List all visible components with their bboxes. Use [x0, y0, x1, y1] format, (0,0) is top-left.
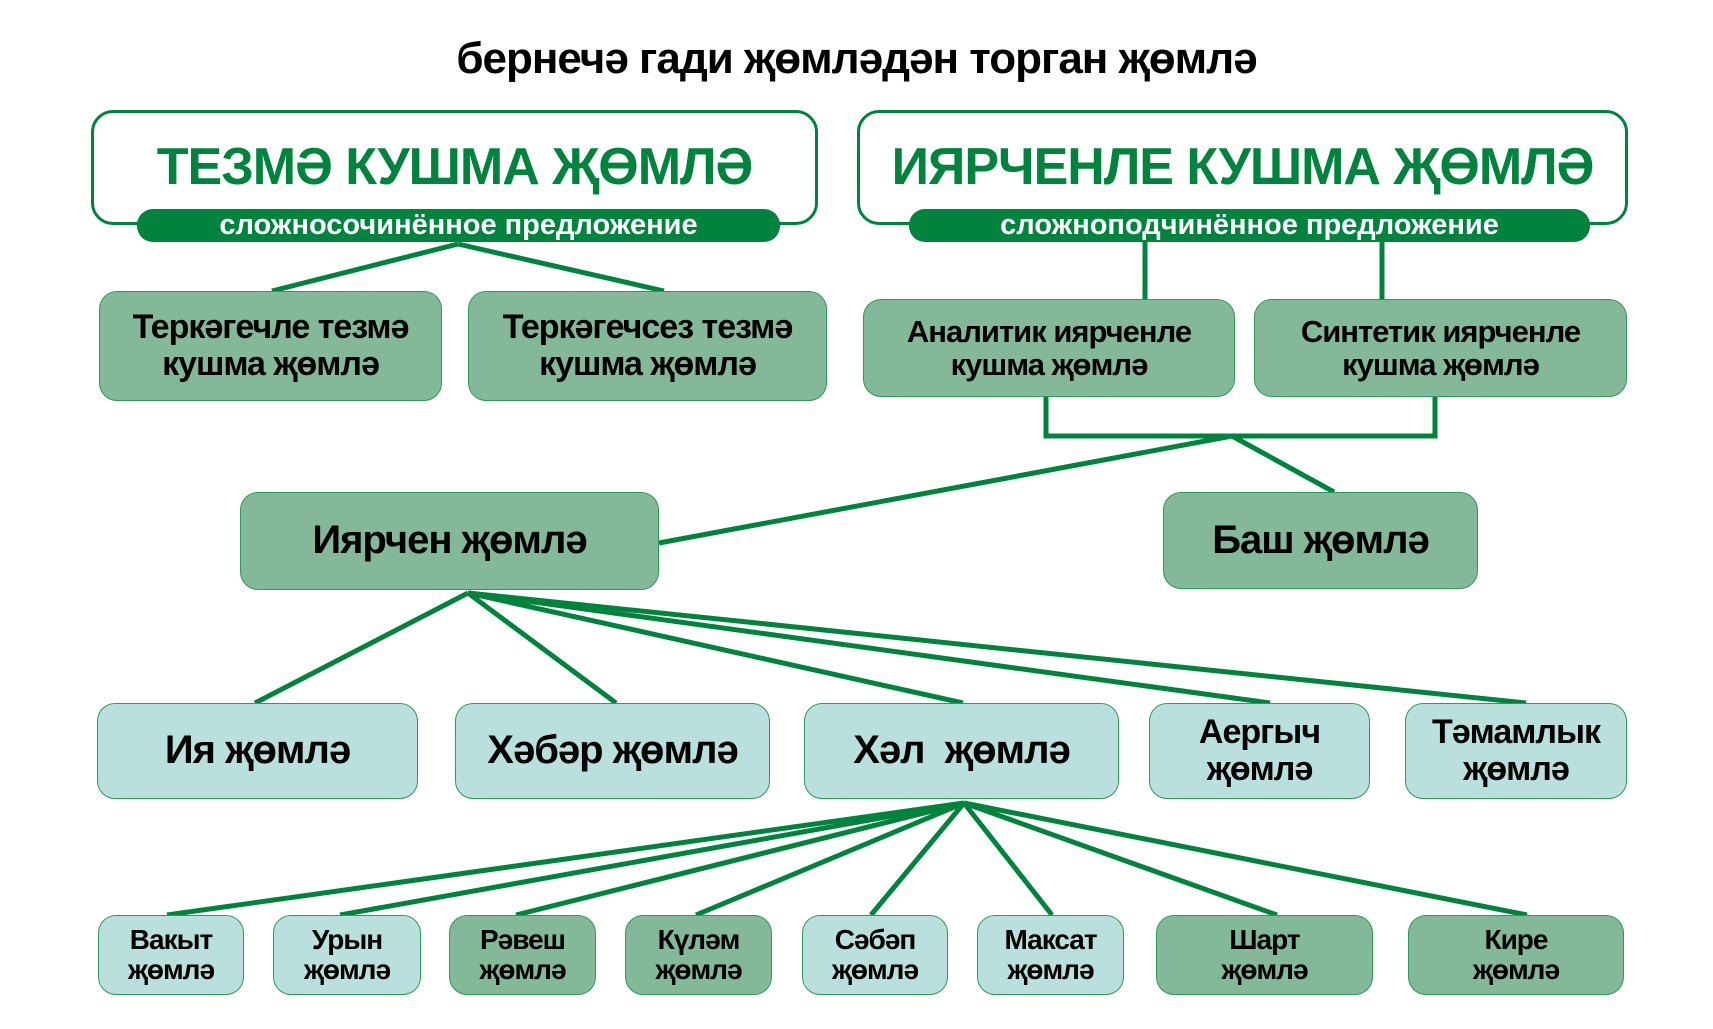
node-concessive-clause: Кире җөмлә — [1408, 915, 1624, 995]
connector — [467, 590, 1271, 706]
node-analytic: Аналитик иярченле кушма җөмлә — [863, 299, 1235, 397]
connector — [457, 241, 665, 294]
connector — [515, 800, 965, 918]
node-object-clause: Тәмамлык җөмлә — [1405, 703, 1627, 799]
connector — [695, 800, 965, 918]
node-adverbial-clause: Хәл җөмлә — [804, 703, 1119, 799]
node-time-clause: Вакыт җөмлә — [98, 915, 244, 995]
node-purpose-clause: Максат җөмлә — [977, 915, 1124, 995]
connector — [963, 800, 1278, 918]
bracket-connector — [1043, 397, 1438, 439]
subtitle-pill: сложноподчинённое предложение — [909, 209, 1590, 242]
node-subject-clause: Ия җөмлә — [97, 703, 418, 799]
node-asyndetic: Теркәгечсез тезмә кушма җөмлә — [468, 291, 827, 401]
diagram-title: бернечә гади җөмләдән торган җөмлә — [456, 34, 1257, 83]
node-predicate-clause: Хәбәр җөмлә — [455, 703, 770, 799]
node-subordinate-clause: Иярчен җөмлә — [240, 492, 659, 590]
node-main-clause: Баш җөмлә — [1163, 492, 1478, 589]
heading-text: ТЕЗМӘ КУШМА ҖӨМЛӘ — [156, 138, 754, 196]
connector — [963, 800, 1528, 918]
node-synthetic: Синтетик иярченле кушма җөмлә — [1254, 299, 1627, 397]
node-attributive-clause: Аергыч җөмлә — [1149, 703, 1370, 799]
subtitle-pill: сложносочинённое предложение — [137, 209, 780, 242]
connector — [869, 801, 966, 917]
heading-text: ИЯРЧЕНЛЕ КУШМА ҖӨМЛӘ — [891, 138, 1595, 196]
connector — [253, 590, 470, 706]
node-cause-clause: Сәбәп җөмлә — [802, 915, 948, 995]
connector — [658, 433, 1233, 546]
node-conjunctive: Теркәгечле тезмә кушма җөмлә — [99, 291, 442, 401]
node-condition-clause: Шарт җөмлә — [1156, 915, 1373, 995]
node-measure-clause: Күләм җөмлә — [625, 915, 772, 995]
node-manner-clause: Рәвеш җөмлә — [449, 915, 596, 995]
connector — [1230, 433, 1336, 495]
connector — [467, 590, 964, 706]
connector — [466, 590, 618, 706]
connector — [962, 801, 1054, 917]
connector — [271, 241, 459, 294]
connector — [339, 800, 965, 918]
connector — [166, 800, 965, 918]
connector — [467, 590, 1527, 706]
compound-subordinate-heading-box: ИЯРЧЕНЛЕ КУШМА ҖӨМЛӘ — [857, 110, 1628, 225]
node-place-clause: Урын җөмлә — [273, 915, 421, 995]
compound-coordinate-heading-box: ТЕЗМӘ КУШМА ҖӨМЛӘ — [91, 110, 818, 225]
